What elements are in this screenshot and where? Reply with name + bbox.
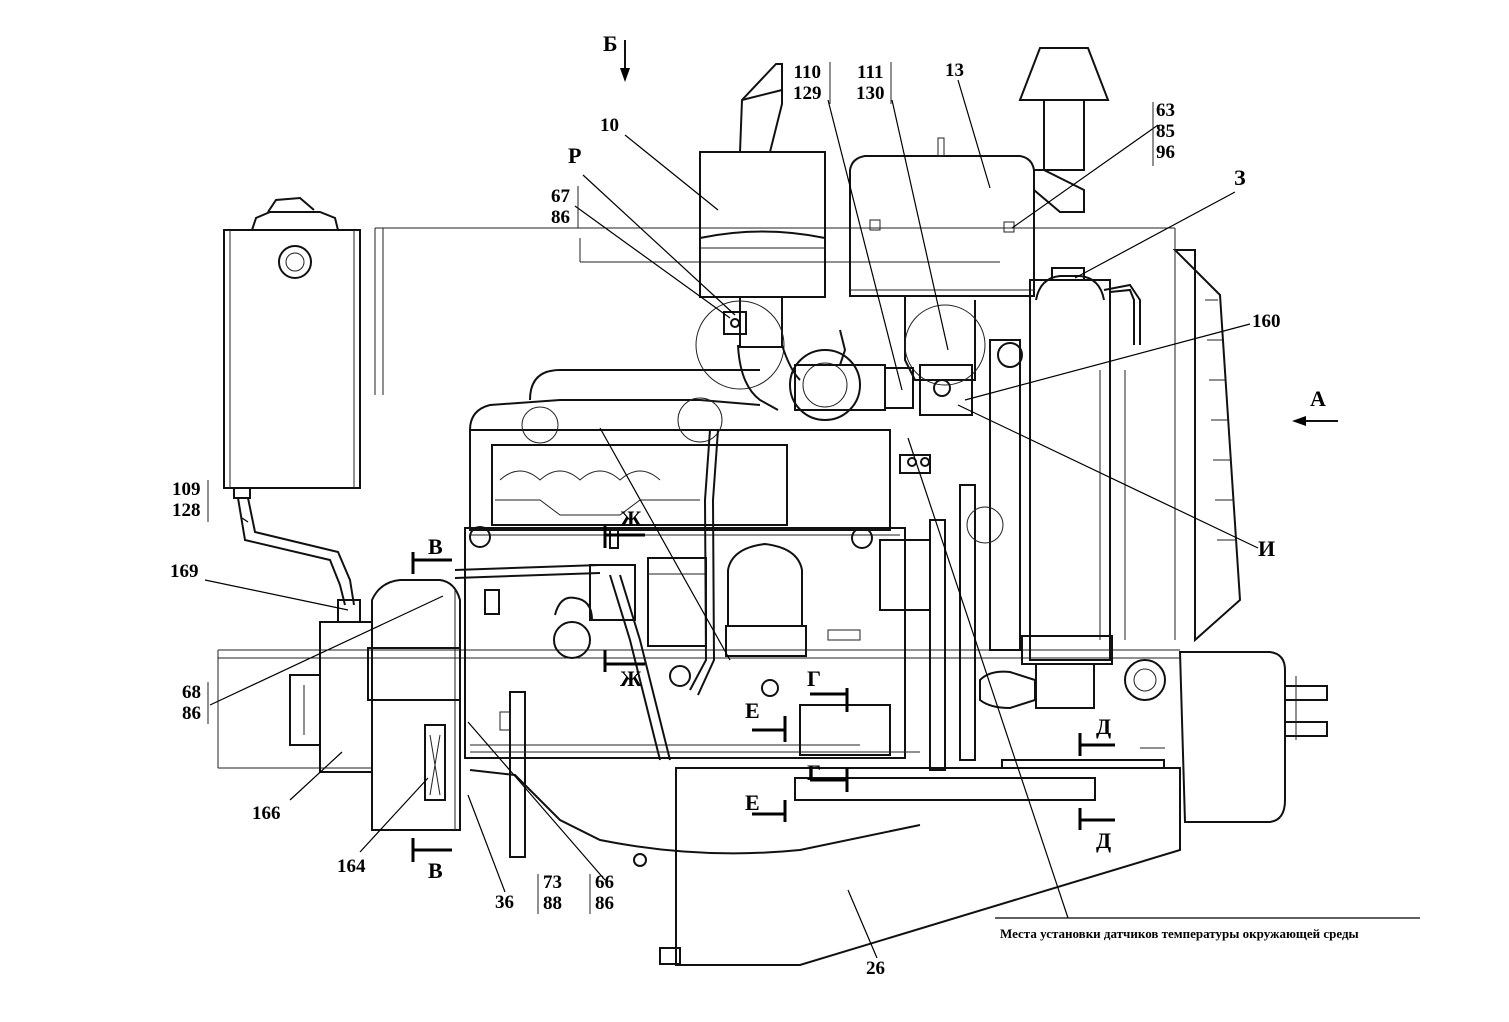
part-label-111-130: 111 130 [856,62,885,104]
expansion-tank [223,196,361,623]
part-label-96: 96 [1156,142,1175,163]
section-label-v-top: В [428,534,443,559]
detail-label-z: З [1234,165,1246,190]
part-label-111: 111 [857,62,884,83]
section-label-e-top: Е [745,698,760,723]
misc-fittings [484,454,931,641]
detail-label-i: И [1258,536,1276,561]
part-label-26: 26 [866,958,885,979]
part-label-86c: 86 [595,893,614,914]
section-label-d-bottom: Д [1096,828,1112,853]
part-label-73-88: 73 88 [543,872,562,914]
part-label-160: 160 [1252,311,1281,332]
section-label-v-bottom: В [428,858,443,883]
part-label-67-86: 67 86 [551,186,570,228]
part-label-63: 63 [1156,100,1175,121]
part-label-110: 110 [793,62,821,83]
part-label-85: 85 [1156,121,1175,142]
part-label-86b: 86 [182,703,201,724]
part-label-109-128: 109 128 [172,479,201,521]
section-label-d-top: Д [1096,714,1112,739]
fan-pulleys [799,484,1036,771]
sensor-location-note: Места установки датчиков температуры окр… [1000,926,1359,941]
part-label-109: 109 [172,479,201,500]
exhaust-muffler [849,47,1110,386]
detail-label-r: Р [568,143,582,168]
hood-grille [1172,228,1242,643]
leader-lines [204,79,1420,959]
front-bumper [1124,651,1328,823]
part-label-164: 164 [337,856,366,877]
part-label-110-129: 110 129 [793,62,822,104]
part-label-36: 36 [495,892,514,913]
part-label-73: 73 [543,872,562,893]
oil-sump-frame [469,747,1181,966]
part-label-129: 129 [793,83,822,104]
section-markers [411,526,1115,862]
label-bars [207,62,1154,914]
part-label-68-86: 68 86 [182,682,201,724]
part-label-88: 88 [543,893,562,914]
part-label-128: 128 [172,500,201,521]
part-label-169: 169 [170,561,199,582]
turbocharger [789,329,973,421]
part-label-63-85-96: 63 85 96 [1156,100,1175,163]
section-label-g-top: Г [807,666,821,691]
radiator [989,267,1141,709]
part-label-13: 13 [945,60,964,81]
view-label-b: Б [603,31,618,56]
part-label-66: 66 [595,872,614,893]
section-label-e-bottom: Е [745,790,760,815]
part-label-86: 86 [551,207,570,228]
flywheel-housing [289,579,526,858]
oil-filters [454,429,807,761]
section-label-g-bottom: Г [807,760,821,785]
part-label-10: 10 [600,115,619,136]
view-label-a: А [1310,386,1326,411]
part-label-68: 68 [182,682,201,703]
section-label-zh-bottom: Ж [620,666,642,691]
view-arrows [620,40,1338,426]
section-label-zh-top: Ж [620,506,642,531]
part-label-67: 67 [551,186,570,207]
part-label-66-86: 66 86 [595,872,614,914]
air-filter [695,63,826,411]
part-label-166: 166 [252,803,281,824]
engine-block [464,369,906,759]
part-label-130: 130 [856,83,885,104]
